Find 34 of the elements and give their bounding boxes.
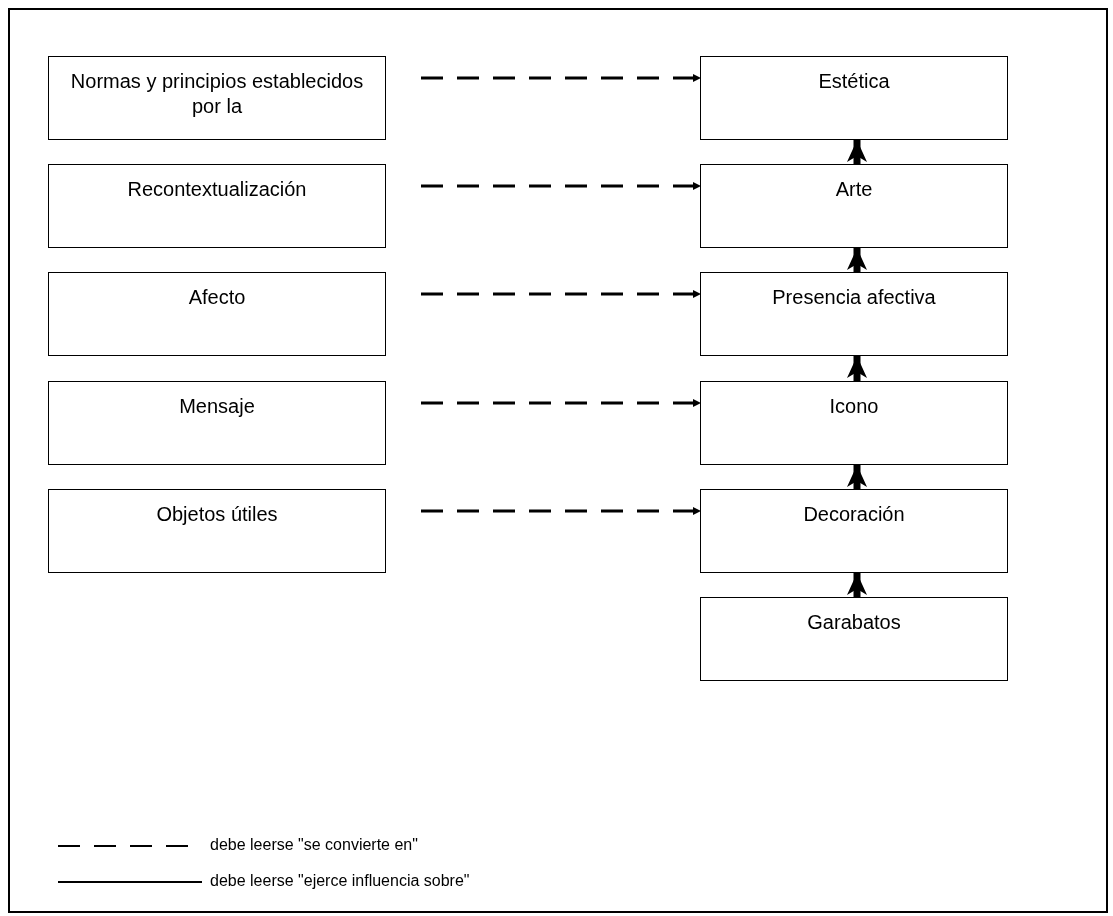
box-label: Garabatos [806,610,902,635]
arrow [421,74,701,82]
box-label: Afecto [187,285,247,310]
text-box [700,381,1008,465]
box-label: Objetos útiles [155,502,279,527]
box-label: Decoración [802,502,906,527]
box-label: Presencia afectiva [771,285,937,310]
arrow [847,248,867,272]
text-box [700,164,1008,248]
arrow [847,356,867,381]
box-label: Estética [817,69,891,94]
text-box [48,381,386,465]
text-box [700,597,1008,681]
text-box [48,489,386,573]
legend-text: debe leerse "se convierte en" [210,836,418,854]
box-label: Icono [828,394,880,419]
arrow [421,399,701,407]
arrow [421,507,701,515]
text-box [700,489,1008,573]
legend-text: debe leerse "ejerce influencia sobre" [210,872,470,890]
box-label: Arte [834,177,874,202]
text-box [700,56,1008,140]
text-box [48,272,386,356]
text-box [700,272,1008,356]
arrow [421,290,701,298]
box-label: Recontextualización [126,177,308,202]
text-box [48,56,386,140]
arrow [847,573,867,597]
box-label: Mensaje [178,394,256,419]
box-label: Normas y principios establecidos por la [69,69,365,119]
text-box [48,164,386,248]
arrow [847,140,867,164]
arrow [847,465,867,489]
arrow [421,182,701,190]
